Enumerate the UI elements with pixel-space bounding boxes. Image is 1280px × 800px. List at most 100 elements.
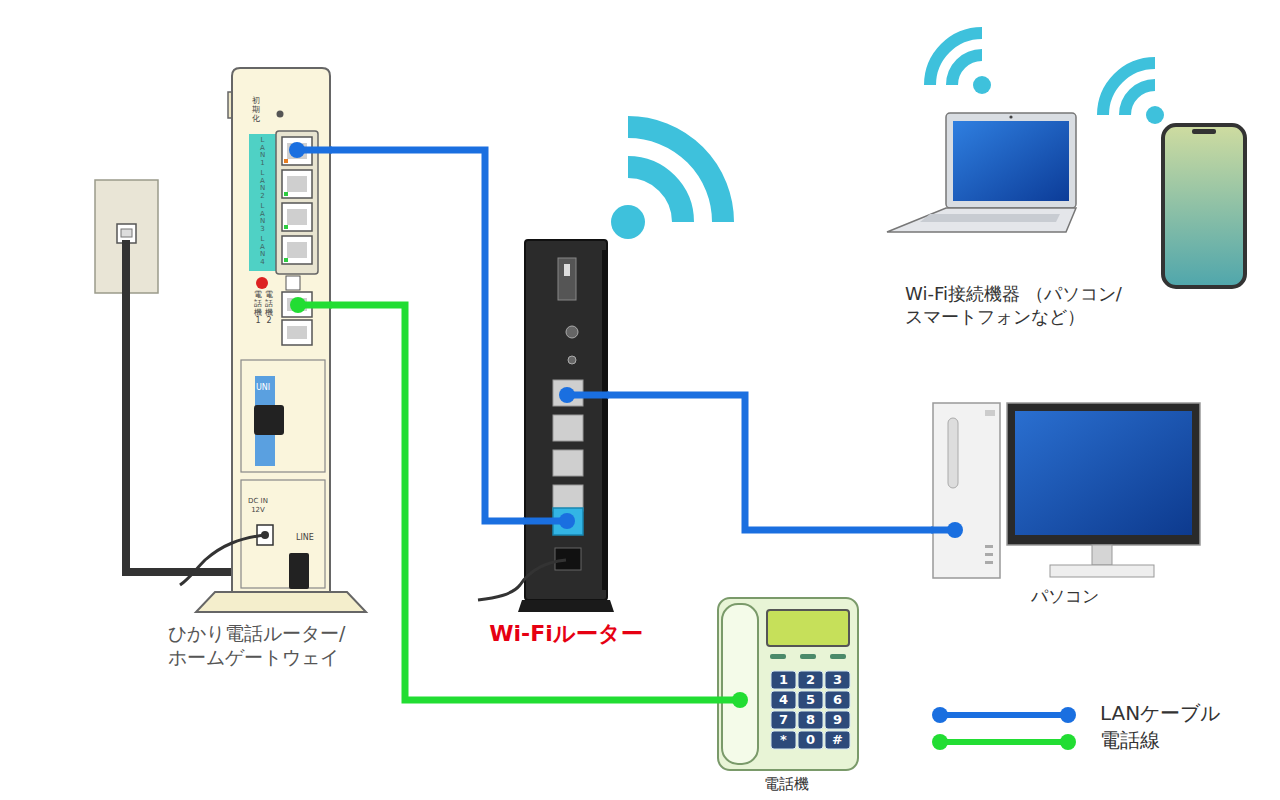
keypad-key bbox=[825, 731, 850, 749]
key-label: 2 bbox=[798, 671, 823, 689]
legend-sample bbox=[940, 739, 1068, 745]
wifi-router-body bbox=[518, 240, 614, 612]
wifi-router-body bbox=[568, 356, 576, 364]
desktop-pc bbox=[933, 403, 1000, 578]
gateway-ports bbox=[282, 137, 312, 345]
cable-plug bbox=[290, 297, 306, 313]
wifi-router-body bbox=[553, 485, 583, 511]
wifi-router-body bbox=[518, 600, 614, 612]
port-label: 電話機 1 bbox=[254, 291, 262, 326]
keypad-key bbox=[798, 711, 823, 729]
key-label: 1 bbox=[771, 671, 796, 689]
legend-sample bbox=[940, 712, 1068, 718]
wall-outlet bbox=[121, 229, 132, 237]
cable-connector bbox=[330, 305, 715, 700]
wifi-signal-icon bbox=[611, 205, 645, 239]
keypad-key bbox=[771, 671, 796, 689]
keypad-key bbox=[771, 691, 796, 709]
laptop bbox=[946, 113, 1076, 208]
telephone bbox=[718, 598, 858, 770]
port-label: UNI bbox=[256, 383, 270, 393]
laptop bbox=[920, 214, 1060, 222]
desktop-pc bbox=[985, 410, 995, 416]
legend-sample bbox=[932, 707, 1076, 750]
laptop bbox=[887, 113, 1076, 232]
key-label: 8 bbox=[798, 711, 823, 729]
telephone bbox=[722, 604, 758, 764]
device-caption: 電話機 bbox=[736, 775, 836, 794]
port-label: LINE bbox=[296, 533, 314, 543]
cable-plug bbox=[559, 387, 575, 403]
legend-sample bbox=[1060, 734, 1076, 750]
wifi-router-body bbox=[555, 548, 581, 570]
home-gateway-body bbox=[241, 480, 325, 588]
home-gateway-body bbox=[254, 405, 284, 435]
keypad bbox=[771, 671, 850, 749]
port-led bbox=[284, 159, 288, 163]
port-led bbox=[284, 225, 288, 229]
wifi-router-body bbox=[558, 258, 576, 300]
port-led bbox=[284, 192, 288, 196]
key-label: 0 bbox=[798, 731, 823, 749]
home-gateway-body bbox=[196, 592, 366, 612]
home-gateway-body bbox=[286, 276, 300, 290]
wifi-router-body bbox=[602, 250, 607, 590]
telephone bbox=[718, 598, 858, 770]
cable-plug bbox=[289, 142, 963, 708]
port-socket bbox=[287, 242, 307, 258]
gateway-power-cord bbox=[180, 535, 265, 585]
desktop-pc bbox=[1007, 403, 1200, 545]
wifi-router-body bbox=[525, 240, 607, 600]
laptop bbox=[887, 208, 1076, 232]
home-gateway-body bbox=[289, 553, 309, 589]
wifi-signal-icon bbox=[1103, 63, 1155, 115]
wifi-signal-icon bbox=[930, 33, 982, 85]
smartphone bbox=[1163, 125, 1245, 287]
port-socket bbox=[287, 209, 307, 225]
wifi-signal-icon bbox=[1146, 106, 1164, 124]
key-label: # bbox=[825, 731, 850, 749]
wifi-router-body bbox=[566, 326, 578, 338]
home-gateway-body bbox=[249, 134, 276, 271]
legend-text: 電話線 bbox=[1100, 728, 1160, 753]
telephone bbox=[830, 654, 846, 659]
keypad-key bbox=[771, 711, 796, 729]
key-label: 7 bbox=[771, 711, 796, 729]
port-socket bbox=[282, 236, 312, 264]
wifi-router-body bbox=[553, 450, 583, 476]
wifi-router-body bbox=[564, 264, 570, 276]
router-power-cord bbox=[478, 560, 566, 600]
wifi-signal-icon bbox=[628, 127, 723, 222]
home-gateway-body bbox=[277, 111, 284, 118]
device-caption: Wi-Fi接続機器 （パソコン/スマートフォンなど） bbox=[905, 283, 1265, 328]
telephone bbox=[770, 654, 786, 659]
telephone bbox=[767, 610, 849, 646]
key-label: * bbox=[771, 731, 796, 749]
port-label: LAN 3 bbox=[259, 203, 266, 234]
device-node: 電話機 bbox=[715, 598, 858, 770]
legend-text: LANケーブル bbox=[1100, 701, 1220, 726]
desktop-pc bbox=[933, 403, 1200, 578]
key-label: 5 bbox=[798, 691, 823, 709]
cable-plug bbox=[732, 692, 748, 708]
device-caption: ひかり電話ルーター/ ホームゲートウェイ bbox=[168, 622, 380, 670]
legend-sample bbox=[1060, 707, 1076, 723]
device-node: Wi-Fi接続機器 （パソコン/スマートフォンなど） bbox=[885, 30, 1247, 288]
wifi-router-body bbox=[553, 415, 583, 441]
cable-connector bbox=[607, 395, 933, 530]
desktop-pc bbox=[948, 418, 958, 488]
cable-stub bbox=[297, 150, 955, 700]
device-node: Wi-Fiルーター bbox=[525, 240, 607, 612]
wifi-signal-icon bbox=[930, 33, 1155, 115]
port-label: 電話機 2 bbox=[265, 291, 273, 326]
keypad-key bbox=[798, 731, 823, 749]
laptop bbox=[953, 121, 1069, 201]
port-socket bbox=[287, 176, 307, 192]
key-label: 4 bbox=[771, 691, 796, 709]
port-socket bbox=[287, 143, 307, 159]
port-socket bbox=[282, 170, 312, 198]
telephone bbox=[800, 654, 816, 659]
